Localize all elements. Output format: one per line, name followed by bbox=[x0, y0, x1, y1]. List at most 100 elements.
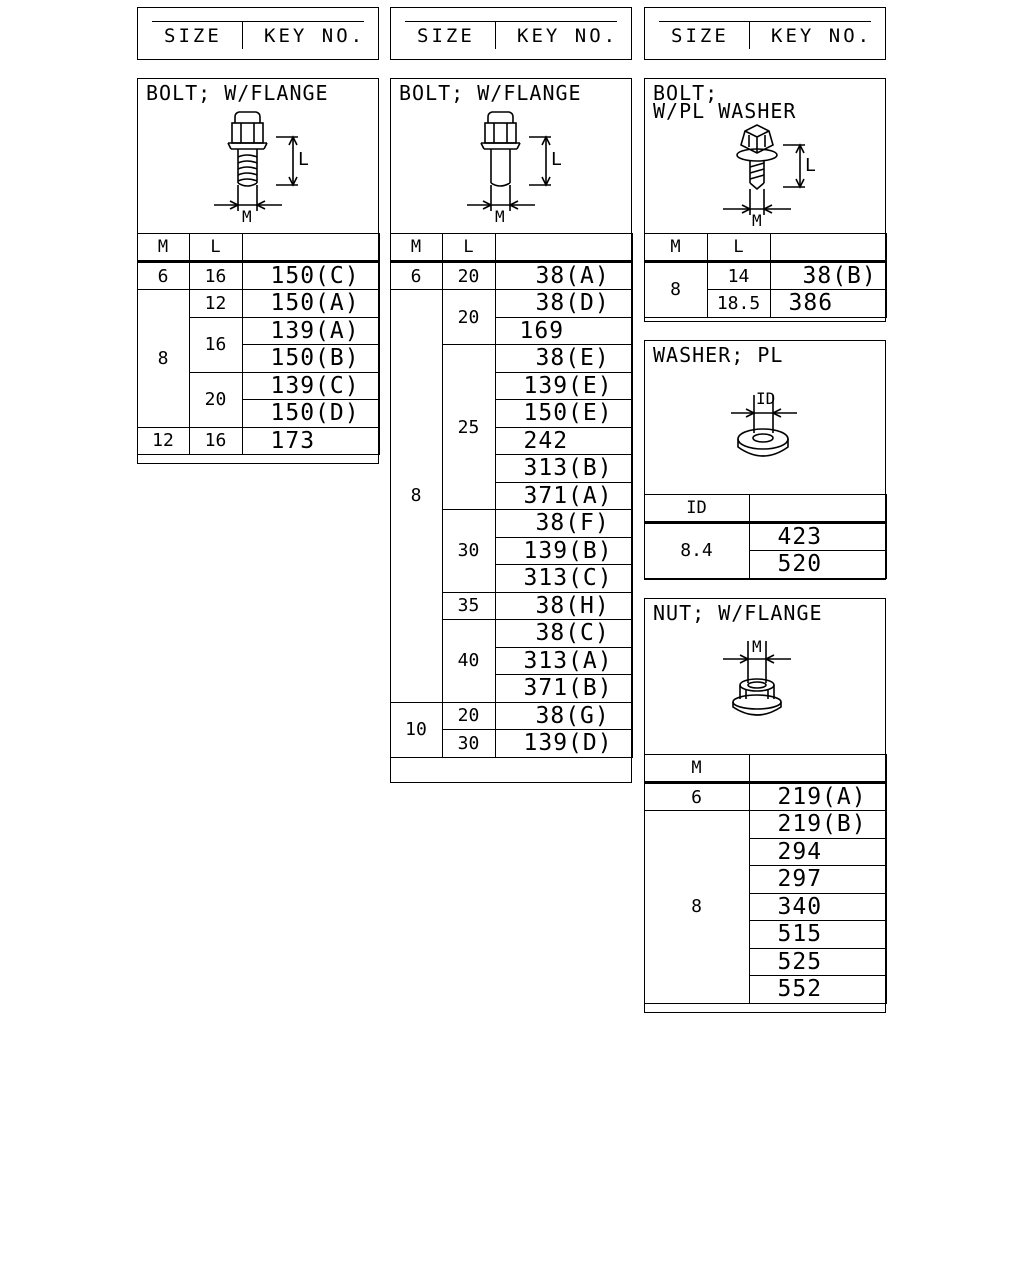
size-l: 25 bbox=[441, 344, 496, 510]
header-divider bbox=[495, 21, 496, 49]
table-row: 6 20 38(A) bbox=[389, 260, 633, 290]
key-no: 38(D) bbox=[494, 289, 633, 318]
key-no: 386 bbox=[769, 289, 887, 318]
key-no: 552 bbox=[748, 975, 887, 1004]
key-no: 219(B) bbox=[748, 810, 887, 839]
key-no: 520 bbox=[748, 550, 887, 579]
panel-title: BOLT; W/FLANGE bbox=[146, 81, 329, 105]
table-row: 8.4 423 bbox=[643, 521, 887, 579]
size-l: 20 bbox=[188, 371, 243, 428]
header-rule bbox=[659, 21, 871, 22]
key-no: 150(A) bbox=[241, 289, 380, 318]
table-row: 25 38(E) bbox=[390, 344, 633, 510]
table-row: 8 20 38(D) bbox=[389, 289, 633, 703]
key-no: 294 bbox=[748, 837, 887, 866]
size-id: 8.4 bbox=[643, 521, 750, 579]
nut-flange-diagram-icon bbox=[723, 641, 791, 716]
table-row: 371(A) bbox=[390, 481, 633, 510]
size-l: 18.5 bbox=[706, 289, 771, 318]
key-no: 371(B) bbox=[494, 674, 633, 703]
header-divider bbox=[242, 21, 243, 49]
size-m: 8 bbox=[389, 289, 443, 703]
size-l: 40 bbox=[441, 619, 496, 703]
key-no: 371(A) bbox=[494, 481, 633, 510]
column-header-id: ID bbox=[643, 494, 750, 523]
table-row: 313(C) bbox=[390, 564, 633, 593]
dimension-m-label: M bbox=[495, 207, 505, 226]
column-header-l: L bbox=[188, 233, 243, 262]
table-row: 20 139(C) bbox=[137, 371, 380, 428]
washer-diagram-icon bbox=[731, 395, 797, 457]
column-header-key bbox=[769, 233, 887, 262]
table-row: 8 14 38(B) bbox=[643, 260, 887, 318]
table-row: 30 139(D) bbox=[390, 729, 633, 758]
size-key-header-2: SIZE KEY NO. bbox=[390, 7, 632, 60]
dimension-l-label: L bbox=[551, 149, 562, 170]
panel-title: BOLT; W/FLANGE bbox=[399, 81, 582, 105]
size-l: 20 bbox=[441, 701, 496, 730]
size-l: 16 bbox=[188, 260, 243, 290]
nut-flange-panel: NUT; W/FLANGE M M 6 219(A) 8 219(B) bbox=[643, 598, 887, 1013]
table-row: 297 bbox=[644, 865, 887, 894]
column-header-l: L bbox=[706, 233, 771, 262]
panel-title: WASHER; PL bbox=[653, 343, 784, 367]
size-l: 14 bbox=[706, 260, 771, 290]
table-row: 8 219(B) bbox=[643, 810, 887, 1004]
table-row: 18.5 386 bbox=[644, 289, 887, 318]
size-l: 30 bbox=[441, 729, 496, 758]
bolt-flange-diagram-icon bbox=[214, 111, 298, 211]
size-m: 12 bbox=[136, 426, 190, 455]
washer-pl-table: ID 8.4 423 520 bbox=[643, 494, 887, 579]
key-no: 38(H) bbox=[494, 591, 633, 620]
table-row: 10 20 38(G) bbox=[389, 701, 633, 758]
header-divider bbox=[749, 21, 750, 49]
column-header-m: M bbox=[389, 233, 443, 262]
table-row: 35 38(H) bbox=[390, 591, 633, 620]
key-no: 139(B) bbox=[494, 536, 633, 565]
dimension-l-label: L bbox=[805, 155, 816, 176]
key-no: 38(G) bbox=[494, 701, 633, 730]
column-header-m: M bbox=[643, 233, 708, 262]
size-l: 20 bbox=[441, 260, 496, 290]
key-no: 313(B) bbox=[494, 454, 633, 483]
key-no: 423 bbox=[748, 521, 887, 551]
panel-title-line-1: BOLT; bbox=[653, 81, 719, 105]
key-no: 515 bbox=[748, 920, 887, 949]
key-no: 169 bbox=[494, 316, 633, 345]
header-key-label: KEY NO. bbox=[771, 25, 873, 47]
table-row: 30 38(F) bbox=[390, 509, 633, 593]
key-no: 219(A) bbox=[748, 781, 887, 811]
key-no: 38(B) bbox=[769, 260, 887, 290]
table-row: 169 bbox=[390, 316, 633, 345]
panel-title-line-2: W/PL WASHER bbox=[653, 99, 797, 123]
key-no: 139(E) bbox=[494, 371, 633, 400]
header-size-label: SIZE bbox=[417, 25, 475, 47]
table-row: 150(D) bbox=[137, 399, 380, 428]
bolt-flange-table-1: M L 6 16 150(C) 8 12 150(A) 16 139(A) 15… bbox=[136, 233, 380, 455]
column-header-key bbox=[241, 233, 380, 262]
key-no: 525 bbox=[748, 947, 887, 976]
size-l: 16 bbox=[188, 426, 243, 455]
table-row: 16 139(A) bbox=[137, 316, 380, 373]
header-rule bbox=[152, 21, 364, 22]
dimension-m-label: M bbox=[242, 207, 252, 226]
table-row: 6 16 150(C) bbox=[136, 260, 380, 290]
size-l: 30 bbox=[441, 509, 496, 593]
column-header-key bbox=[748, 494, 887, 523]
table-row: 371(B) bbox=[390, 674, 633, 703]
size-l: 12 bbox=[188, 289, 243, 318]
bolt-flange-table-2: M L 6 20 38(A) 8 20 38(D) 169 25 38(E) 1… bbox=[389, 233, 633, 758]
key-no: 38(A) bbox=[494, 260, 633, 290]
key-no: 313(C) bbox=[494, 564, 633, 593]
bolt-flange-panel-1: BOLT; W/FLANGE L M M L 6 16 bbox=[136, 78, 380, 464]
table-row: 552 bbox=[644, 975, 887, 1004]
size-m: 8 bbox=[136, 289, 190, 428]
table-row: 6 219(A) bbox=[643, 781, 887, 811]
dimension-m-label: M bbox=[752, 637, 762, 656]
size-m: 10 bbox=[389, 701, 443, 758]
table-row: 8 12 150(A) bbox=[136, 289, 380, 428]
size-l: 35 bbox=[441, 591, 496, 620]
size-m: 6 bbox=[643, 781, 750, 811]
size-key-header-1: SIZE KEY NO. bbox=[137, 7, 379, 60]
column-header-m: M bbox=[643, 754, 750, 783]
